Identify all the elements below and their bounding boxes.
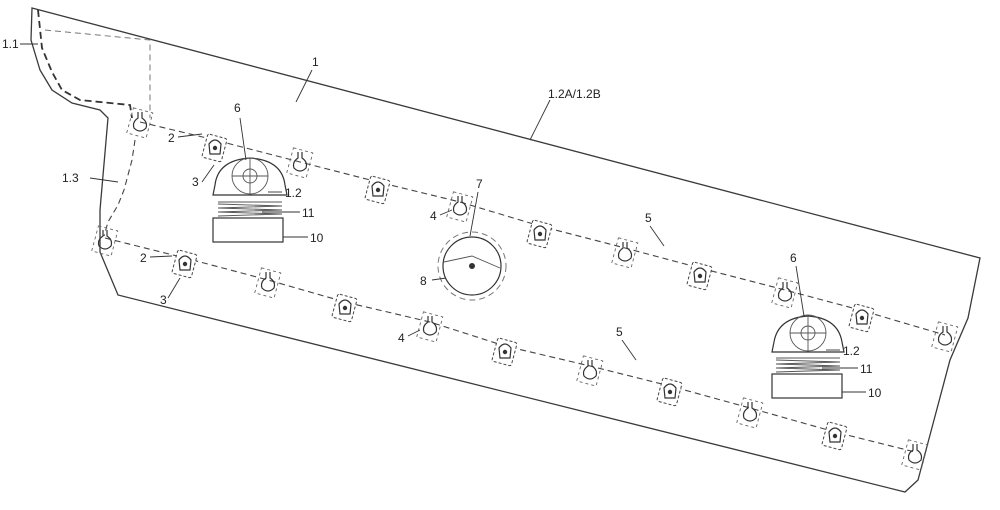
bolt-clamp-icon xyxy=(526,219,553,249)
fittings-layer xyxy=(91,107,959,471)
leader-lines xyxy=(20,43,866,393)
label-7: 7 xyxy=(476,177,483,191)
drive-hub xyxy=(469,263,475,269)
leader-1-3 xyxy=(89,177,119,183)
label-4b: 4 xyxy=(398,331,405,345)
spring-icon xyxy=(775,357,841,373)
leader-4a xyxy=(439,209,453,216)
label-1-1: 1.1 xyxy=(2,37,19,51)
leader-1-2ab xyxy=(529,99,551,141)
right-bearing-assembly xyxy=(771,314,845,399)
drive-outer-dashed xyxy=(437,231,507,301)
hook-icon xyxy=(771,277,799,309)
bolt-clamp-icon xyxy=(848,303,875,333)
leader-6a xyxy=(239,117,247,161)
leader-6b xyxy=(795,265,805,317)
leader-8 xyxy=(431,277,447,281)
left-bearing-inner xyxy=(242,168,258,184)
leader-4b xyxy=(407,329,421,337)
hook-icon xyxy=(931,321,959,353)
hook-icon xyxy=(416,311,444,343)
drive-rotor-blade xyxy=(443,255,501,269)
bolt-clamp-icon xyxy=(331,293,358,323)
bolt-clamp-icon xyxy=(201,133,228,163)
motor-icon xyxy=(437,231,507,301)
right-base-block xyxy=(771,373,843,399)
bolt-clamp-icon xyxy=(491,337,518,367)
label-10b: 10 xyxy=(868,386,882,400)
label-2b: 2 xyxy=(140,251,147,265)
label-10a: 10 xyxy=(310,231,324,245)
label-6b: 6 xyxy=(790,251,797,265)
leader-5b xyxy=(621,339,637,361)
leader-7 xyxy=(469,191,479,237)
bolt-clamp-icon xyxy=(686,261,713,291)
leader-2a xyxy=(177,133,203,138)
label-11b: 11 xyxy=(860,362,873,376)
label-8: 8 xyxy=(420,274,427,288)
hook-icon xyxy=(126,107,154,139)
hook-icon xyxy=(611,237,639,269)
label-3a: 3 xyxy=(192,175,199,189)
label-1: 1 xyxy=(312,55,319,69)
leader-5a xyxy=(649,225,665,247)
hook-icon xyxy=(736,397,764,429)
hook-icon xyxy=(286,147,314,179)
leader-1 xyxy=(295,69,313,103)
label-3b: 3 xyxy=(160,293,167,307)
bolt-clamp-icon xyxy=(821,421,848,451)
label-5a: 5 xyxy=(645,211,652,225)
label-1-2ab: 1.2A/1.2B xyxy=(548,87,601,101)
hook-icon xyxy=(91,225,119,257)
spring-icon xyxy=(217,201,283,217)
label-1-2a: 1.2 xyxy=(285,186,302,200)
hook-icon xyxy=(446,191,474,223)
top-left-dashed-frame xyxy=(44,29,151,118)
label-4a: 4 xyxy=(430,209,437,223)
bolt-clamp-icon xyxy=(171,249,198,279)
hook-icon xyxy=(576,355,604,387)
label-6a: 6 xyxy=(234,101,241,115)
frame-outline xyxy=(30,7,981,493)
leader-2b xyxy=(149,255,173,258)
top-left-heavy-dashed-path xyxy=(37,9,133,119)
leader-3a xyxy=(201,164,215,183)
left-bearing-assembly xyxy=(212,157,288,243)
label-1-2b: 1.2 xyxy=(843,344,860,358)
beam-dashed-line xyxy=(103,139,136,237)
label-2a: 2 xyxy=(168,131,175,145)
leader-3b xyxy=(167,277,181,299)
label-1-3: 1.3 xyxy=(62,171,79,185)
labels: 1.1 1 1.2A/1.2B 1.3 2 3 6 1.2 11 10 4 7 … xyxy=(2,37,882,400)
bolt-clamp-icon xyxy=(656,377,683,407)
label-11a: 11 xyxy=(302,206,315,220)
left-base-block xyxy=(212,217,284,243)
bolt-clamp-icon xyxy=(364,175,391,205)
hook-icon xyxy=(254,267,282,299)
label-5b: 5 xyxy=(616,325,623,339)
right-bearing-inner xyxy=(800,325,816,341)
hook-icon xyxy=(901,439,929,471)
